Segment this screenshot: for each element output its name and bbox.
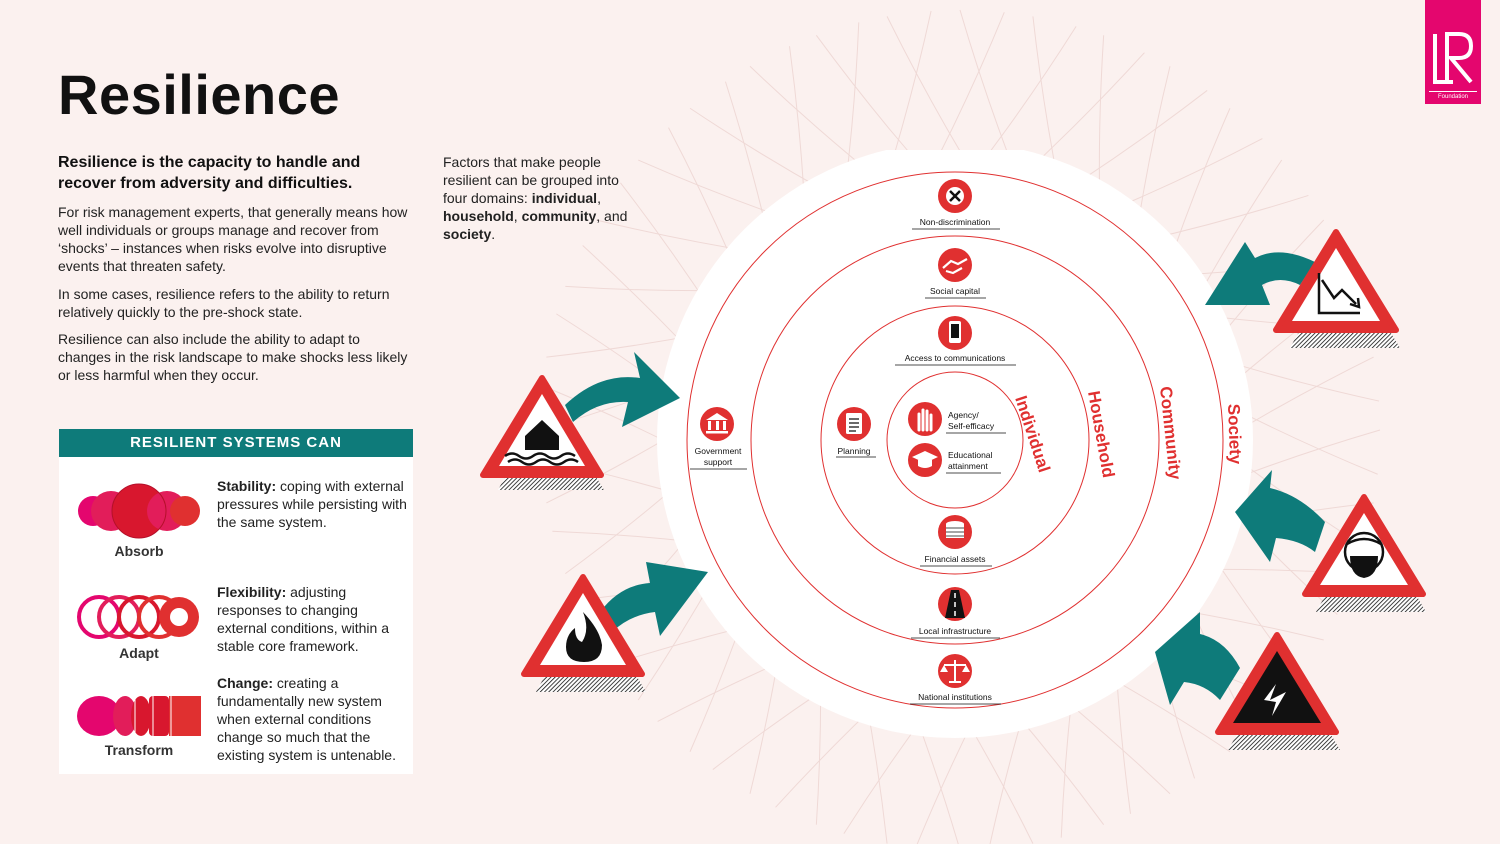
landslide-warning-sign bbox=[1215, 632, 1340, 750]
arrow-mask-in bbox=[1235, 470, 1325, 562]
lr-foundation-logo: Foundation bbox=[1425, 0, 1481, 104]
sep-3: , and bbox=[596, 208, 628, 224]
hand-icon bbox=[908, 402, 942, 436]
factors-intro: Factors that make people resilient can b… bbox=[443, 153, 643, 243]
arrow-landslide-in bbox=[1155, 612, 1240, 705]
government-building-icon bbox=[700, 407, 734, 441]
adapt-text: adjusting responses to changing external… bbox=[217, 584, 389, 654]
fire-icon bbox=[566, 612, 602, 662]
label-support: support bbox=[704, 457, 733, 467]
landslide-road-icon bbox=[1264, 684, 1286, 716]
lead-statement: Resilience is the capacity to handle and… bbox=[58, 154, 361, 192]
paragraph-adapt: Resilience can also include the ability … bbox=[58, 331, 408, 383]
label-attainment: attainment bbox=[948, 461, 988, 471]
factors-intro-text: Factors that make people resilient can b… bbox=[443, 154, 619, 206]
transform-description: Change: creating a fundamentally new sys… bbox=[217, 674, 407, 764]
label-educational: Educational bbox=[948, 450, 993, 460]
domain-individual: individual bbox=[531, 190, 598, 206]
label-access-communications: Access to communications bbox=[905, 353, 1006, 363]
non-discrimination-icon bbox=[938, 179, 972, 213]
paragraph-return: In some cases, resilience refers to the … bbox=[58, 286, 390, 320]
chart-warning-sign bbox=[1273, 229, 1400, 348]
transform-label: Transform bbox=[104, 742, 174, 758]
domain-household: household bbox=[443, 208, 514, 224]
label-non-discrimination: Non-discrimination bbox=[920, 217, 991, 227]
paragraph-definition: For risk management experts, that genera… bbox=[58, 204, 408, 274]
mask-warning-sign bbox=[1302, 494, 1426, 612]
absorb-description: Stability: coping with external pressure… bbox=[217, 477, 407, 531]
flood-house-icon bbox=[504, 420, 579, 466]
transform-icon bbox=[77, 696, 201, 736]
transform-term: Change: bbox=[217, 675, 273, 691]
ring-label-society: Society bbox=[1224, 403, 1245, 465]
fire-warning-sign bbox=[521, 574, 646, 692]
resilient-systems-panel: RESILIENT SYSTEMS CAN Absorb Stability: … bbox=[59, 429, 413, 774]
absorb-text: coping with external pressures while per… bbox=[217, 478, 407, 530]
absorb-term: Stability: bbox=[217, 478, 277, 494]
sep-1: , bbox=[597, 190, 601, 206]
arrow-fire-in bbox=[600, 562, 708, 636]
coins-icon bbox=[938, 515, 972, 549]
adapt-term: Flexibility: bbox=[217, 584, 287, 600]
absorb-icon bbox=[78, 483, 200, 539]
domain-community: community bbox=[521, 208, 597, 224]
page-title: Resilience bbox=[58, 63, 341, 126]
label-government: Government bbox=[695, 446, 742, 456]
adapt-description: Flexibility: adjusting responses to chan… bbox=[217, 583, 407, 655]
label-national-institutions: National institutions bbox=[918, 692, 992, 702]
label-financial-assets: Financial assets bbox=[925, 554, 986, 564]
domain-society: society bbox=[443, 226, 492, 242]
absorb-label: Absorb bbox=[114, 543, 164, 559]
adapt-label: Adapt bbox=[119, 645, 159, 661]
road-icon bbox=[938, 587, 972, 621]
panel-header: RESILIENT SYSTEMS CAN bbox=[59, 429, 413, 457]
clipboard-icon bbox=[837, 407, 871, 441]
label-social-capital: Social capital bbox=[930, 286, 980, 296]
adapt-icon bbox=[77, 595, 199, 639]
logo-mark bbox=[1433, 32, 1474, 84]
arrow-chart-in bbox=[1205, 242, 1315, 305]
logo-subtitle: Foundation bbox=[1437, 94, 1469, 100]
arrow-flood-in bbox=[565, 352, 680, 427]
sep-2: , bbox=[513, 208, 522, 224]
falling-chart-icon bbox=[1317, 273, 1361, 315]
label-agency: Agency/ bbox=[948, 410, 979, 420]
factors-end: . bbox=[491, 226, 496, 242]
label-self-efficacy: Self-efficacy bbox=[948, 421, 995, 431]
graduation-cap-icon bbox=[908, 443, 942, 477]
flood-warning-sign bbox=[480, 375, 604, 490]
label-planning: Planning bbox=[837, 446, 870, 456]
ring-individual bbox=[886, 371, 1024, 509]
transform-text: creating a fundamentally new system when… bbox=[217, 675, 396, 763]
handshake-icon bbox=[938, 248, 972, 282]
scales-icon bbox=[938, 654, 972, 688]
label-local-infrastructure: Local infrastructure bbox=[919, 626, 992, 636]
phone-icon bbox=[938, 316, 972, 350]
resilience-diagram: Individual Household Community Society N… bbox=[480, 150, 1426, 750]
face-mask-icon bbox=[1343, 531, 1385, 578]
